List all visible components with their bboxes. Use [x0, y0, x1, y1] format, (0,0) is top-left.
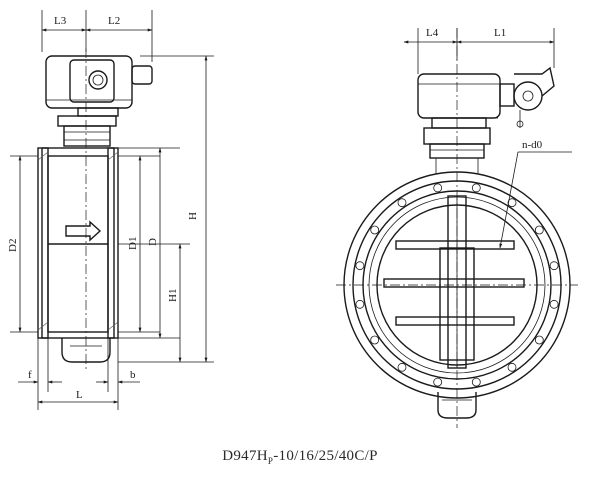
- bolt-hole: [397, 198, 407, 208]
- bolt-holes: [355, 183, 559, 387]
- front-view: L4 L1 n-d0: [336, 27, 578, 428]
- model-subscript: P: [267, 456, 274, 466]
- bolt-hole: [433, 377, 443, 387]
- bolt-hole: [507, 362, 517, 372]
- side-view: L3 L2 H D1 D H1 D2 f b: [7, 10, 214, 410]
- bolt-hole: [471, 183, 481, 193]
- dim-l-label: L: [76, 389, 83, 401]
- side-body: [37, 147, 119, 363]
- dim-b-label: b: [130, 369, 136, 381]
- dim-d-label: D: [147, 238, 159, 246]
- dim-l3-label: L3: [54, 15, 67, 27]
- dim-h-label: H: [187, 212, 199, 220]
- bolt-hole: [370, 335, 380, 345]
- side-neck: [57, 115, 117, 147]
- bolt-hole: [433, 183, 443, 193]
- bolt-hole: [397, 362, 407, 372]
- side-actuator: [45, 55, 153, 117]
- dim-h1-label: H1: [167, 289, 179, 302]
- model-prefix: D947H: [222, 448, 268, 464]
- bolt-hole: [549, 261, 559, 271]
- bolt-hole: [507, 198, 517, 208]
- dim-n-d0-label: n-d0: [522, 139, 543, 151]
- dim-l1-label: L1: [494, 27, 506, 39]
- bolt-hole: [534, 335, 544, 345]
- dim-l2-label: L2: [108, 15, 120, 27]
- bolt-hole: [355, 299, 365, 309]
- bolt-hole: [471, 377, 481, 387]
- dim-l4-label: L4: [426, 27, 439, 39]
- bolt-hole: [370, 225, 380, 235]
- dim-f-label: f: [28, 369, 32, 381]
- model-suffix: -10/16/25/40C/P: [273, 448, 378, 464]
- dim-d1-label: D1: [127, 237, 139, 250]
- bolt-hole: [549, 299, 559, 309]
- model-caption: D947HP-10/16/25/40C/P: [0, 448, 600, 466]
- dim-d2-label: D2: [7, 239, 19, 252]
- bolt-hole: [355, 261, 365, 271]
- bolt-hole: [534, 225, 544, 235]
- front-actuator: [417, 66, 555, 129]
